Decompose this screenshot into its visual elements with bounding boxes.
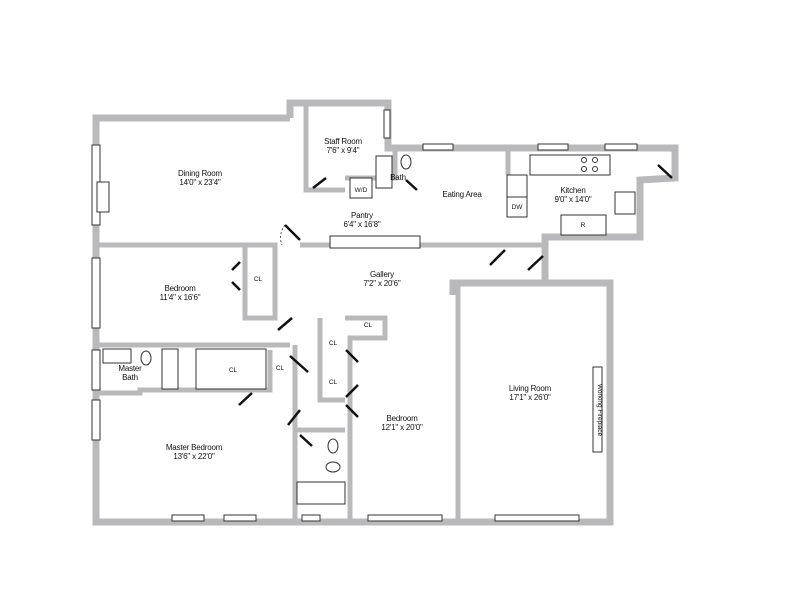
fireplace xyxy=(592,366,603,453)
staff-room-label: Staff Room xyxy=(324,137,362,146)
refrigerator xyxy=(560,214,607,236)
door xyxy=(284,224,301,241)
living-room-size: 17'1" x 26'0" xyxy=(509,393,551,402)
closet-label: CL xyxy=(254,276,263,283)
bedroom-label: Bedroom xyxy=(164,284,196,293)
refrigerator-label: R xyxy=(581,222,586,229)
window xyxy=(171,514,205,522)
pantry-label: Pantry xyxy=(351,211,373,220)
closet-label: CL xyxy=(329,379,338,386)
door xyxy=(489,249,506,266)
master-bedroom-label: Master Bedroom xyxy=(166,443,223,452)
window xyxy=(494,514,580,522)
doors xyxy=(231,164,673,447)
burner-icon xyxy=(581,157,587,163)
door xyxy=(345,349,359,363)
bedroom-2-size: 12'1" x 20'0" xyxy=(381,423,423,432)
washer-dryer-label: W/D xyxy=(355,187,368,194)
toilet-icon xyxy=(140,350,152,366)
window xyxy=(604,143,638,151)
door xyxy=(345,384,359,398)
burner-icon xyxy=(592,157,598,163)
door xyxy=(345,404,359,418)
window xyxy=(91,399,101,441)
closet-label: CL xyxy=(329,340,338,347)
room-labels: Dining Room 14'0" x 23'4" Staff Room 7'6… xyxy=(118,137,603,461)
door xyxy=(657,164,673,179)
window xyxy=(537,143,569,151)
window xyxy=(367,514,443,522)
dining-room-label: Dining Room xyxy=(178,169,223,178)
interior-walls xyxy=(96,103,545,522)
staff-room-size: 7'6" x 9'4" xyxy=(327,146,360,155)
closet-label: CL xyxy=(364,322,373,329)
kitchen-size: 9'0" x 14'0" xyxy=(554,195,591,204)
closet-label: CL xyxy=(229,367,238,374)
bedroom-2-label: Bedroom xyxy=(386,414,418,423)
master-bath-label: Master xyxy=(118,364,142,373)
bathtub xyxy=(375,155,393,189)
door xyxy=(312,177,327,189)
kitchen-counter xyxy=(529,154,611,176)
gallery-size: 7'2" x 20'6" xyxy=(363,279,400,288)
closet-label: CL xyxy=(276,365,285,372)
door xyxy=(277,317,293,331)
bathtub xyxy=(296,481,346,505)
door xyxy=(289,355,309,373)
gallery-label: Gallery xyxy=(370,270,394,279)
sink-icon xyxy=(506,174,528,198)
door xyxy=(299,434,313,447)
door xyxy=(231,281,241,291)
window xyxy=(223,514,257,522)
door xyxy=(287,409,301,426)
window xyxy=(422,143,454,151)
burner-icon xyxy=(592,166,598,172)
eating-area-label: Eating Area xyxy=(442,190,482,199)
window xyxy=(91,349,101,391)
fixtures xyxy=(102,154,636,505)
washer-dryer xyxy=(349,177,373,199)
kitchen-counter xyxy=(614,191,636,215)
master-bath-label-2: Bath xyxy=(122,373,138,382)
fireplace-label: Working Fireplace xyxy=(596,384,603,437)
master-bedroom-size: 13'6" x 22'0" xyxy=(173,452,215,461)
bathtub xyxy=(161,348,179,390)
window xyxy=(383,109,391,139)
bedroom-size: 11'4" x 16'6" xyxy=(160,293,201,302)
exterior-walls xyxy=(92,99,679,526)
toilet-icon xyxy=(325,461,341,473)
door xyxy=(405,179,418,191)
window xyxy=(301,514,321,522)
toilet-icon xyxy=(400,154,412,170)
radiator xyxy=(96,181,110,213)
door xyxy=(238,392,253,406)
burner-icon xyxy=(581,166,587,172)
window xyxy=(91,257,101,329)
kitchen-label: Kitchen xyxy=(560,186,585,195)
pantry-counter xyxy=(329,235,421,249)
pantry-size: 6'4" x 16'8" xyxy=(343,220,380,229)
dishwasher xyxy=(506,196,528,218)
sink-icon xyxy=(327,438,339,454)
staff-bath-label: Bath xyxy=(390,173,406,182)
sink-icon xyxy=(102,348,132,364)
living-room-label: Living Room xyxy=(509,384,552,393)
door xyxy=(527,255,544,271)
windows xyxy=(91,109,638,522)
dishwasher-label: DW xyxy=(512,204,524,211)
closet xyxy=(195,348,267,390)
door xyxy=(231,261,241,271)
dining-room-size: 14'0" x 23'4" xyxy=(179,178,221,187)
